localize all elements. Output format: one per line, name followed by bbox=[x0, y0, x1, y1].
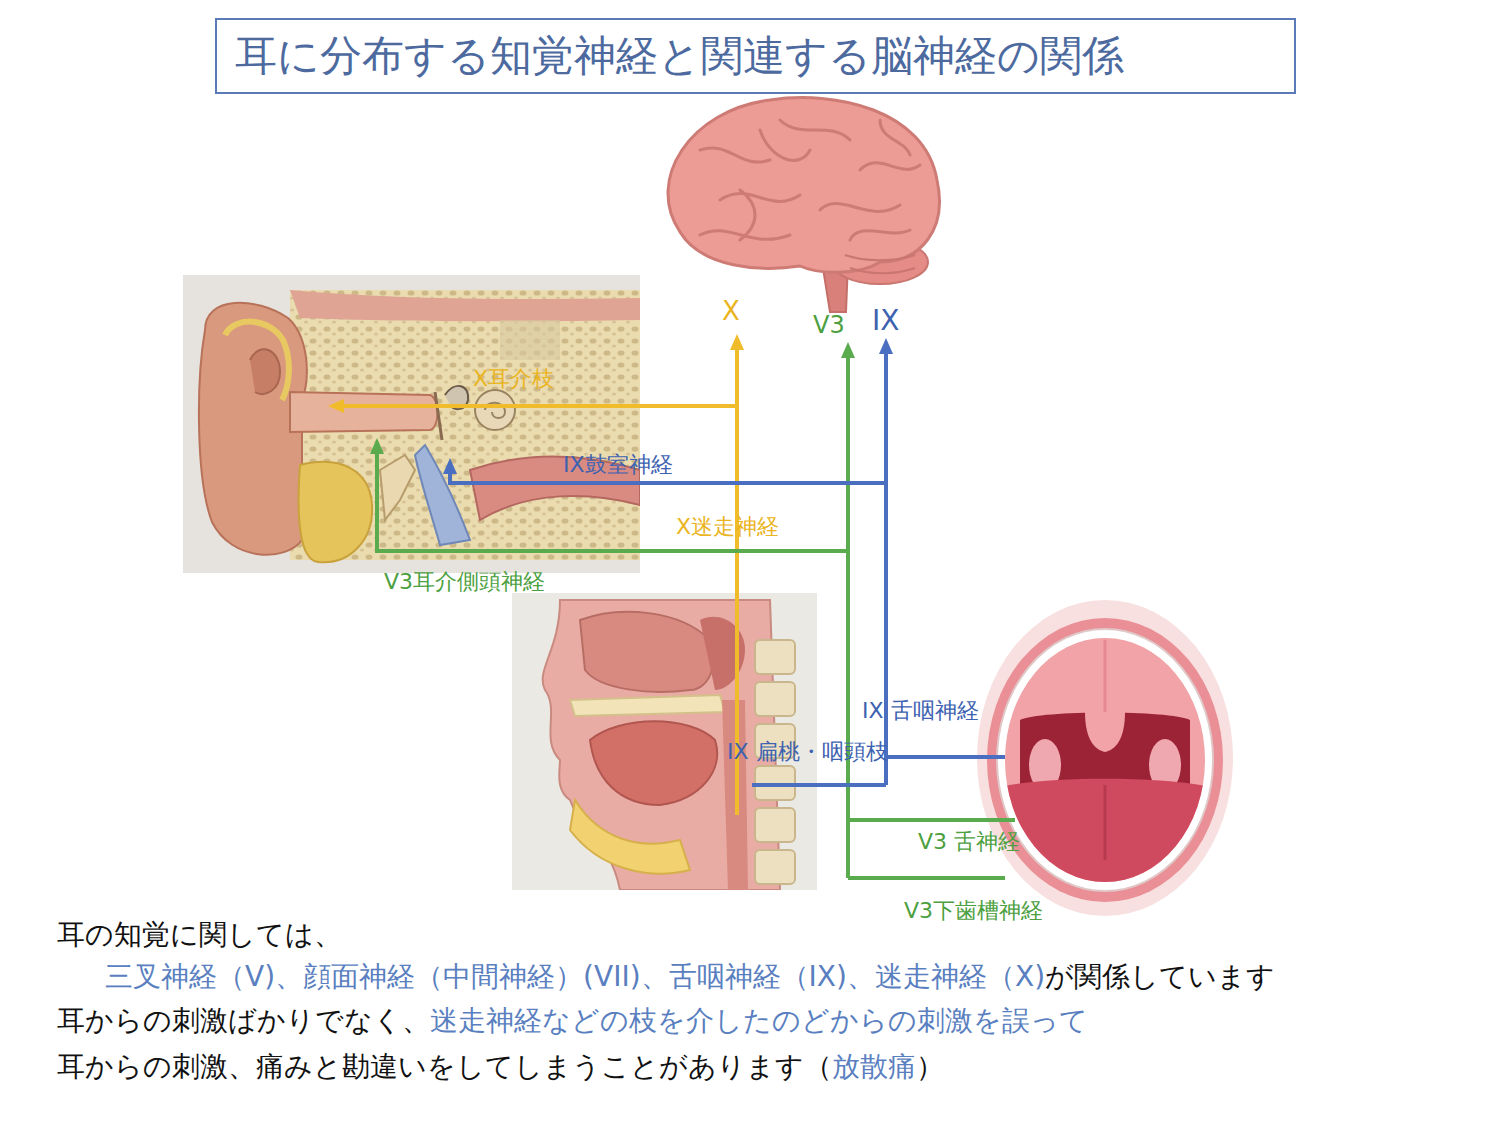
brain-illustration bbox=[668, 98, 939, 273]
note-line: 耳からの刺激、痛みと勘違いをしてしまうことがあります（放散痛） bbox=[57, 1050, 944, 1084]
branch-name: X耳介枝 bbox=[473, 366, 554, 391]
branch-name: IX 舌咽神経 bbox=[862, 698, 979, 723]
mouth-illustration bbox=[1104, 785, 1107, 860]
note-line: 耳からの刺激ばかりでなく、迷走神経などの枝を介したのどからの刺激を誤って bbox=[57, 1004, 1088, 1038]
ear-section-illustration bbox=[299, 462, 373, 562]
branch-name: V3下歯槽神経 bbox=[904, 898, 1043, 923]
note-line: 耳の知覚に関しては、 bbox=[57, 918, 342, 952]
note-highlight: 放散痛 bbox=[832, 1050, 916, 1083]
head-section-illustration bbox=[755, 640, 795, 674]
nerve-name: X bbox=[722, 297, 740, 327]
head-section-illustration bbox=[755, 808, 795, 842]
mouth-illustration bbox=[990, 630, 1220, 900]
branch-name: X迷走神経 bbox=[676, 514, 779, 539]
ear-section-illustration bbox=[250, 349, 280, 394]
nerve-name: IX bbox=[872, 305, 899, 337]
head-section-illustration bbox=[570, 800, 690, 874]
brain-illustration bbox=[845, 255, 915, 273]
ear-section-illustration bbox=[435, 392, 442, 440]
ear-section-illustration bbox=[290, 392, 438, 432]
branch-name: IX 扁桃・咽頭枝 bbox=[727, 739, 888, 764]
brain-illustration bbox=[700, 120, 920, 240]
head-section-illustration bbox=[755, 850, 795, 884]
mouth-illustration bbox=[977, 600, 1233, 916]
mouth-illustration bbox=[990, 779, 1220, 900]
tonsil-pharynx-line bbox=[752, 783, 886, 787]
title-text: 耳に分布する知覚神経と関連する脳神経の関係 bbox=[235, 28, 1124, 84]
brain-illustration bbox=[668, 98, 939, 312]
lingual-line bbox=[848, 818, 1015, 822]
ear-section-illustration bbox=[183, 275, 640, 573]
note-text: ） bbox=[916, 1050, 944, 1083]
glossopharyngeal-branch-line bbox=[886, 755, 1005, 759]
mouth-illustration bbox=[977, 600, 1233, 916]
branch-name: IX鼓室神経 bbox=[563, 452, 673, 477]
ear-section-illustration bbox=[290, 290, 640, 321]
mouth-illustration bbox=[997, 629, 1213, 891]
mouth-illustration bbox=[1104, 640, 1107, 715]
ear-section-illustration bbox=[225, 322, 289, 400]
mouth-illustration bbox=[1085, 712, 1125, 752]
note-highlight: 迷走神経などの枝を介したのどからの刺激を誤って bbox=[430, 1004, 1088, 1037]
note-text: が関係しています bbox=[1045, 960, 1275, 993]
inferior-alveolar-line bbox=[848, 876, 1005, 880]
ear-section-illustration bbox=[415, 445, 470, 545]
branch-name: V3 舌神経 bbox=[918, 829, 1020, 854]
mouth-illustration bbox=[1000, 630, 1210, 890]
note-text: 耳の知覚に関しては、 bbox=[57, 918, 342, 951]
head-section-illustration bbox=[580, 612, 714, 692]
note-text: 耳からの刺激ばかりでなく、 bbox=[57, 1004, 430, 1037]
auriculotemporal-line bbox=[377, 446, 848, 551]
mandibular-trunk-line bbox=[846, 350, 850, 878]
ear-section-illustration bbox=[475, 390, 515, 430]
note-text: 耳からの刺激、痛みと勘違いをしてしまうことがあります（ bbox=[57, 1050, 832, 1083]
nerve-pathway bbox=[336, 342, 1015, 878]
head-section-illustration bbox=[570, 695, 725, 716]
title-box: 耳に分布する知覚神経と関連する脳神経の関係 bbox=[215, 18, 1296, 94]
branch-name: V3耳介側頭神経 bbox=[384, 569, 545, 594]
nerve-name: V3 bbox=[813, 312, 845, 340]
head-section-illustration bbox=[755, 682, 795, 716]
auricular-branch-line bbox=[336, 404, 737, 408]
mouth-illustration bbox=[987, 618, 1223, 902]
ear-section-illustration bbox=[183, 275, 640, 573]
ear-section-illustration bbox=[380, 455, 415, 520]
note-highlight: 三叉神経（V)、顔面神経（中間神経）(VII)、舌咽神経（IX)、迷走神経（X) bbox=[105, 960, 1045, 993]
ear-section-illustration bbox=[500, 320, 560, 360]
head-section-illustration bbox=[590, 721, 717, 805]
note-line: 三叉神経（V)、顔面神経（中間神経）(VII)、舌咽神経（IX)、迷走神経（X)… bbox=[105, 960, 1275, 994]
